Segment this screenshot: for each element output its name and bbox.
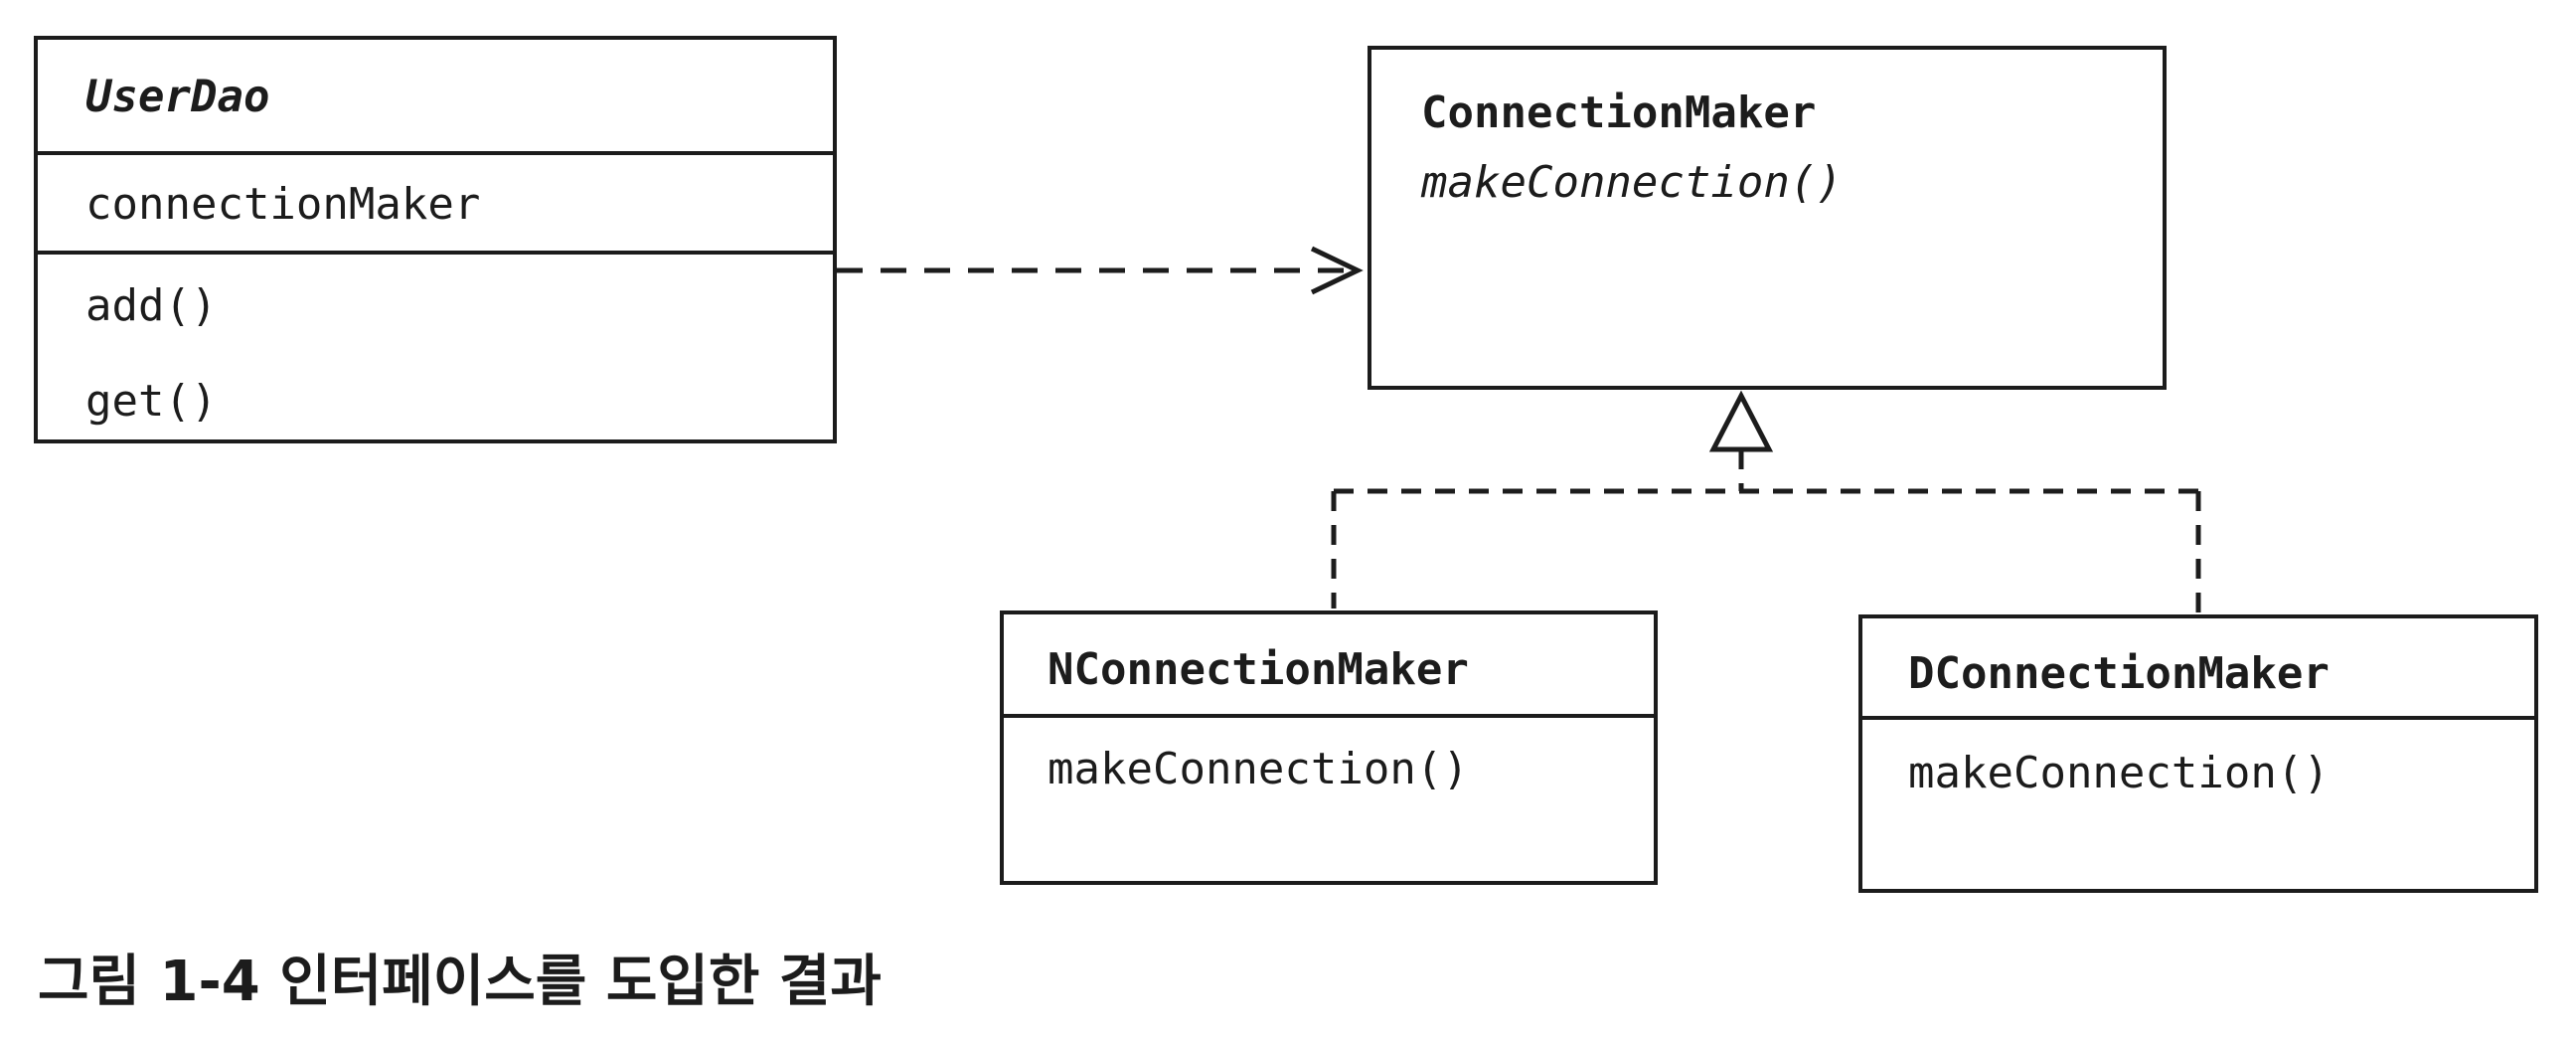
class-name-section: ConnectionMaker bbox=[1371, 50, 2163, 161]
methods-section: add() get() bbox=[38, 251, 833, 439]
figure-caption: 그림 1-4 인터페이스를 도입한 결과 bbox=[38, 950, 882, 1014]
method-makeconnection: makeConnection() bbox=[1908, 748, 2330, 798]
class-dconnectionmaker: DConnectionMaker makeConnection() bbox=[1858, 614, 2538, 893]
class-userdao: UserDao connectionMaker add() get() bbox=[34, 36, 837, 443]
realization-triangle bbox=[1708, 390, 1774, 452]
class-name-section: NConnectionMaker bbox=[1004, 614, 1654, 714]
class-nconnectionmaker: NConnectionMaker makeConnection() bbox=[1000, 610, 1658, 885]
method-makeconnection: makeConnection() bbox=[1421, 157, 1843, 208]
class-name-section: DConnectionMaker bbox=[1862, 618, 2534, 716]
class-name-section: UserDao bbox=[38, 40, 833, 151]
dependency-arrowhead bbox=[1310, 246, 1364, 295]
field-connectionmaker: connectionMaker bbox=[85, 179, 481, 230]
class-name: UserDao bbox=[85, 72, 270, 122]
method-add: add() bbox=[85, 280, 218, 331]
methods-section: makeConnection() bbox=[1004, 714, 1654, 881]
method-get: get() bbox=[85, 376, 218, 427]
class-name: NConnectionMaker bbox=[1047, 644, 1469, 695]
interface-connectionmaker: ConnectionMaker makeConnection() bbox=[1368, 46, 2167, 390]
class-name: DConnectionMaker bbox=[1908, 648, 2330, 699]
methods-section: makeConnection() bbox=[1371, 161, 2163, 386]
method-makeconnection: makeConnection() bbox=[1047, 744, 1469, 794]
methods-section: makeConnection() bbox=[1862, 716, 2534, 889]
class-name: ConnectionMaker bbox=[1421, 87, 1817, 138]
fields-section: connectionMaker bbox=[38, 151, 833, 251]
